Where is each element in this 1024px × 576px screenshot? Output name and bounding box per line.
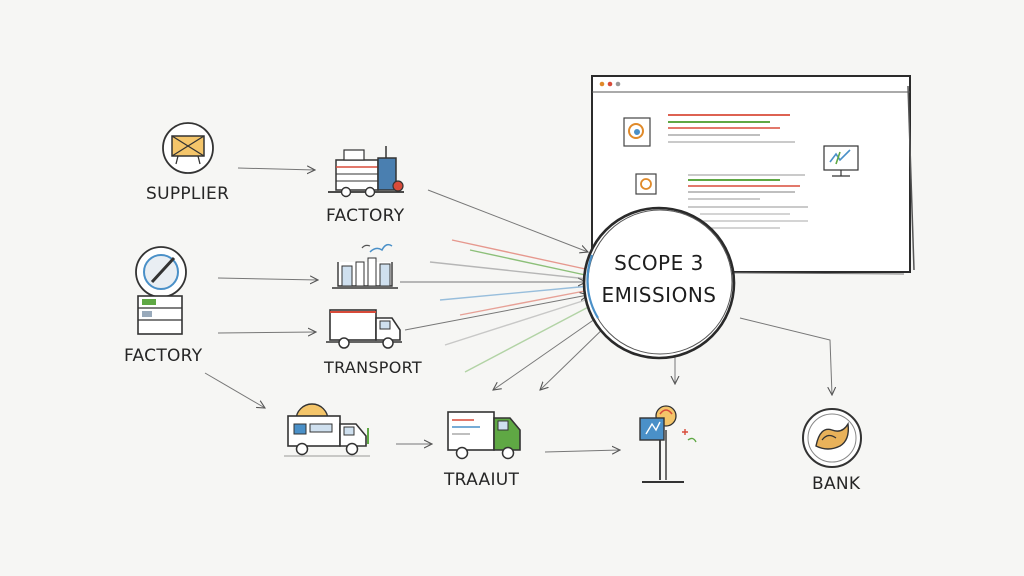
arrow-supplier-to-factory [237,168,315,170]
factory-gauge-icon [135,246,187,335]
crate-icon [162,122,214,174]
display-stand-icon [639,405,697,483]
hub-title-line1: SCOPE 3 [614,251,704,275]
label-traaiut: TRAAIUT [444,470,520,490]
bank-coin-icon [802,408,862,468]
truck-icon [326,309,402,349]
factory-machine-icon [328,146,404,198]
arrow-factory-to-transport [217,332,316,333]
hub-circle [582,206,736,360]
label-factory-left: FACTORY [124,346,203,366]
arrow-truck-to-display [544,450,620,452]
label-factory-top: FACTORY [326,206,405,226]
arrow-factory-to-hub [427,189,588,252]
box-truck-icon [447,411,521,460]
label-bank: BANK [812,474,861,494]
arrow-factory-to-plant [217,278,318,280]
label-transport: TRANSPORT [324,358,422,377]
label-supplier: SUPPLIER [146,184,230,204]
hub-title-line2: EMISSIONS [601,283,717,307]
arrow-factory-to-van [204,372,265,408]
arrow-hub-to-bank [739,317,832,395]
converging-strokes [429,239,597,373]
arrow-transport-to-hub [404,295,588,331]
delivery-van-icon [284,403,370,457]
industrial-plant-icon [332,243,398,289]
arrow-hub-to-lower-1 [493,311,606,390]
arrow-hub-to-lower-2 [540,321,611,390]
